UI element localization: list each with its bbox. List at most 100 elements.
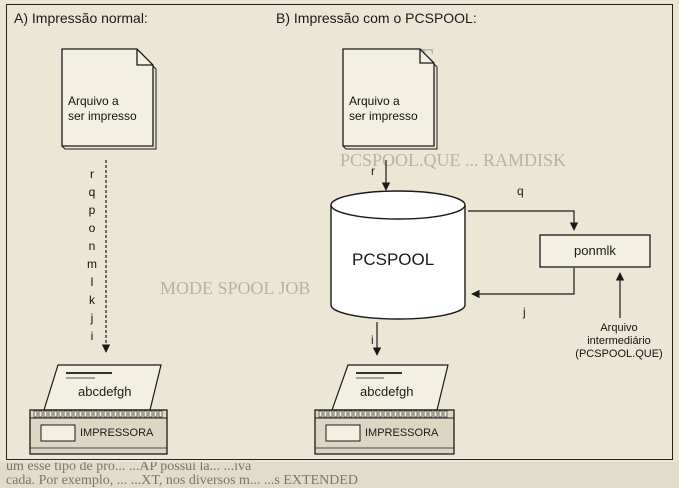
platen-tick: [353, 410, 358, 418]
platen-tick: [398, 410, 403, 418]
platen-tick: [418, 410, 423, 418]
sequence-letter: k: [89, 293, 95, 307]
platen-tick: [153, 410, 158, 418]
platen-tick: [433, 410, 438, 418]
platen-ticks-a: [33, 410, 163, 418]
sequence-letter: p: [88, 203, 96, 217]
platen-tick: [423, 410, 428, 418]
platen-tick: [408, 410, 413, 418]
platen-tick: [338, 410, 343, 418]
printer-label-b: IMPRESSORA: [365, 427, 439, 439]
platen-tick: [73, 410, 78, 418]
caption-line3: (PCSPOOL.QUE): [575, 348, 663, 360]
paper-sheet-a: [43, 364, 162, 411]
arrow-label-q: q: [517, 184, 524, 198]
arrow-label-i: i: [371, 333, 374, 347]
platen-tick: [33, 410, 38, 418]
platen-tick: [148, 410, 153, 418]
platen-tick: [68, 410, 73, 418]
platen-tick: [103, 410, 108, 418]
platen-tick: [318, 410, 323, 418]
platen-tick: [48, 410, 53, 418]
platen-tick: [348, 410, 353, 418]
printer-icon-b: [314, 409, 455, 455]
pcspool-cylinder: [330, 190, 466, 320]
sequence-letter: j: [90, 311, 94, 325]
platen-tick: [383, 410, 388, 418]
document-icon-b: [342, 48, 438, 150]
printer-icon-a: [29, 409, 168, 455]
platen-tick: [378, 410, 383, 418]
paper-text-a: abcdefgh: [78, 384, 132, 399]
pcspool-label: PCSPOOL: [352, 250, 435, 269]
platen-tick: [333, 410, 338, 418]
platen-tick: [63, 410, 68, 418]
sequence-letter: q: [88, 185, 96, 199]
platen-tick: [328, 410, 333, 418]
sequence-letter: n: [88, 239, 96, 253]
panel-a-doc-label: Arquivo a ser impresso: [68, 94, 137, 124]
platen-tick: [38, 410, 43, 418]
platen-tick: [83, 410, 88, 418]
arrow-label-r: r: [371, 164, 375, 178]
platen-tick: [428, 410, 433, 418]
caption-line1: Arquivo: [600, 322, 638, 334]
doc-label-line1: Arquivo a: [349, 94, 400, 108]
printer-label-a: IMPRESSORA: [80, 427, 154, 439]
platen-tick: [98, 410, 103, 418]
intermediate-file-caption: Arquivo intermediário (PCSPOOL.QUE): [564, 322, 674, 361]
arrow-label-j: j: [523, 305, 526, 319]
panel-a-heading: A) Impressão normal:: [14, 10, 148, 26]
platen-tick: [393, 410, 398, 418]
platen-tick: [343, 410, 348, 418]
platen-tick: [443, 410, 448, 418]
platen-tick: [143, 410, 148, 418]
platen-tick: [43, 410, 48, 418]
platen-tick: [108, 410, 113, 418]
platen-tick: [118, 410, 123, 418]
bleed-line-2: cada. Por exemplo, ... ...XT, nos divers…: [6, 473, 359, 488]
sequence-letter: m: [87, 257, 97, 271]
platen-tick: [58, 410, 63, 418]
flow-arrow-j: [471, 268, 575, 299]
platen-tick: [53, 410, 58, 418]
platen-tick: [133, 410, 138, 418]
platen-tick: [413, 410, 418, 418]
platen-tick: [373, 410, 378, 418]
panel-b-doc-label: Arquivo a ser impresso: [349, 94, 418, 124]
document-icon-a: [61, 48, 157, 150]
bleed-line-1: um esse tipo de pro... ...AP possui la..…: [6, 462, 252, 474]
doc-label-line2: ser impresso: [68, 109, 137, 123]
paper-text-b: abcdefgh: [360, 384, 414, 399]
platen-ticks-b: [318, 410, 448, 418]
show-through-text: PCSPOOL.QUE ... RAMDISK: [340, 150, 567, 170]
platen-tick: [323, 410, 328, 418]
platen-tick: [123, 410, 128, 418]
sequence-letter: o: [88, 221, 96, 235]
sequence-letter: r: [90, 167, 94, 181]
page-bleed-strip: um esse tipo de pro... ...AP possui la..…: [0, 462, 679, 488]
platen-tick: [388, 410, 393, 418]
platen-tick: [158, 410, 163, 418]
show-through-text: MODE SPOOL JOB: [160, 278, 311, 298]
platen-tick: [368, 410, 373, 418]
sequence-letter: l: [90, 275, 94, 289]
platen-tick: [93, 410, 98, 418]
buffer-box: [539, 234, 651, 268]
platen-tick: [88, 410, 93, 418]
doc-label-line1: Arquivo a: [68, 94, 119, 108]
caption-line2: intermediário: [587, 335, 651, 347]
buffer-label: ponmlk: [574, 243, 616, 258]
platen-tick: [363, 410, 368, 418]
platen-tick: [138, 410, 143, 418]
platen-tick: [78, 410, 83, 418]
platen-tick: [438, 410, 443, 418]
platen-tick: [403, 410, 408, 418]
flow-arrow-q: [468, 210, 579, 231]
sequence-letter: i: [90, 329, 94, 343]
panel-b-heading: B) Impressão com o PCSPOOL:: [276, 10, 477, 26]
platen-tick: [128, 410, 133, 418]
doc-label-line2: ser impresso: [349, 109, 418, 123]
platen-tick: [113, 410, 118, 418]
